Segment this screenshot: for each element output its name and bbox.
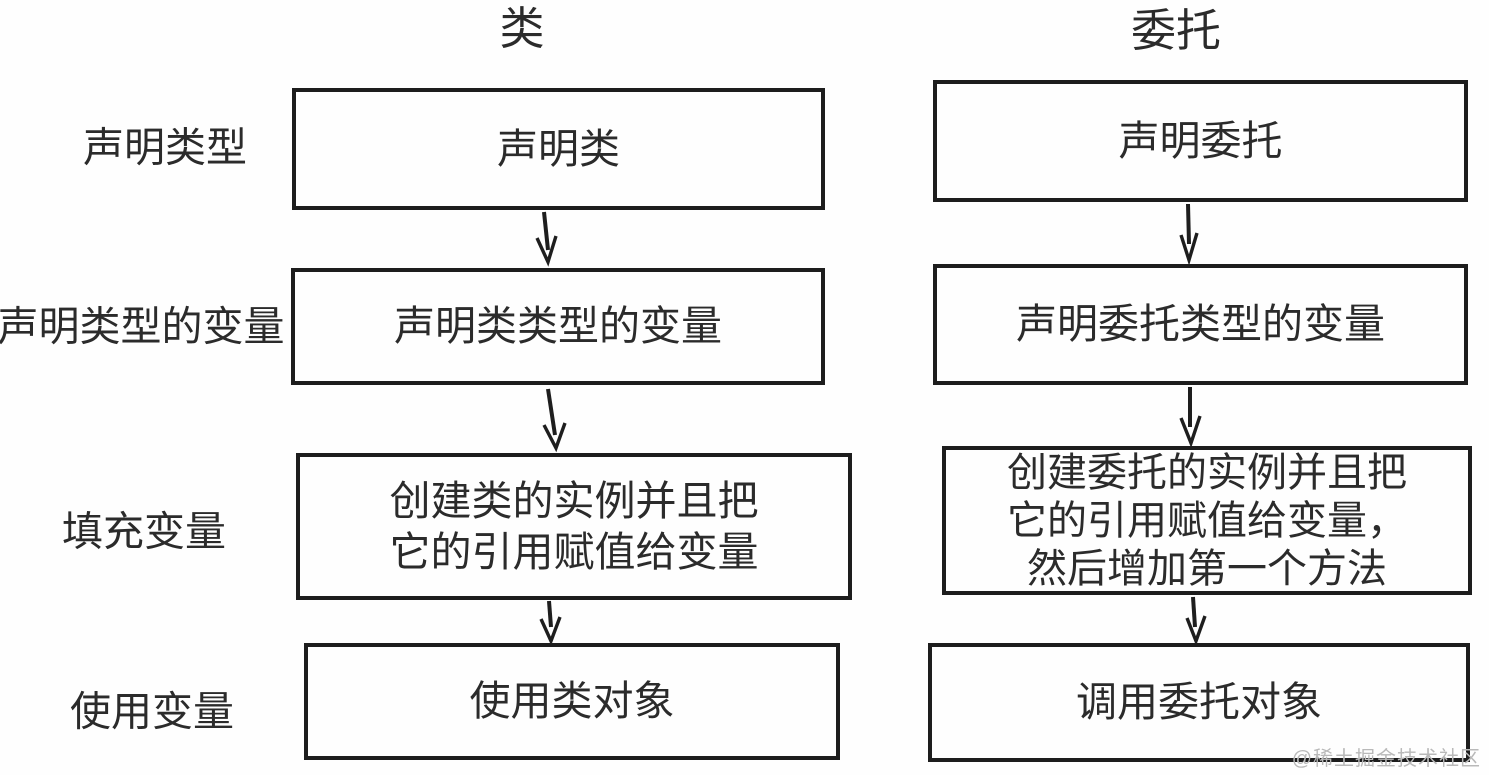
- delegate-step-instantiate-text: 创建委托的实例并且把 它的引用赋值给变量， 然后增加第一个方法: [1007, 450, 1407, 591]
- delegate-step-invoke-text: 调用委托对象: [1076, 679, 1322, 726]
- arrow-down-icon: [1179, 203, 1199, 266]
- class-step-variable-text: 声明类类型的变量: [394, 303, 722, 350]
- class-step-use-text: 使用类对象: [469, 678, 675, 725]
- class-step-variable-box: 声明类类型的变量: [291, 268, 825, 385]
- delegate-step-variable-text: 声明委托类型的变量: [1016, 301, 1385, 348]
- delegate-step-declare-text: 声明委托: [1118, 117, 1283, 164]
- arrow-down-icon: [542, 388, 567, 453]
- delegate-step-variable-box: 声明委托类型的变量: [933, 264, 1468, 385]
- watermark: @稀土掘金技术社区: [1291, 748, 1481, 770]
- row-label-declare-type: 声明类型: [83, 124, 247, 171]
- class-step-declare-box: 声明类: [292, 88, 825, 210]
- class-step-declare-text: 声明类: [497, 125, 620, 172]
- arrow-down-icon: [1185, 596, 1207, 646]
- class-step-instantiate-box: 创建类的实例并且把 它的引用赋值给变量: [296, 453, 852, 600]
- delegate-step-invoke-box: 调用委托对象: [928, 643, 1470, 762]
- column-title-class: 类: [499, 3, 545, 54]
- arrow-down-icon: [535, 211, 558, 267]
- class-step-instantiate-text: 创建类的实例并且把 它的引用赋值给变量: [389, 478, 759, 575]
- row-label-declare-variable: 声明类型的变量: [0, 303, 285, 350]
- arrow-down-icon: [1179, 387, 1202, 448]
- row-label-fill-variable: 填充变量: [62, 508, 226, 555]
- class-step-use-box: 使用类对象: [304, 643, 840, 760]
- delegate-step-declare-box: 声明委托: [933, 80, 1468, 202]
- delegate-step-instantiate-box: 创建委托的实例并且把 它的引用赋值给变量， 然后增加第一个方法: [942, 446, 1472, 595]
- row-label-use-variable: 使用变量: [70, 688, 234, 735]
- arrow-down-icon: [539, 600, 562, 646]
- column-title-delegate: 委托: [1130, 5, 1222, 56]
